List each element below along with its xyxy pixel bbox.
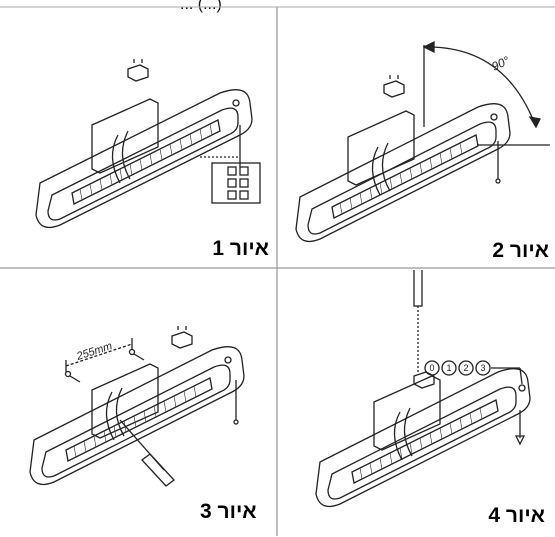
- figure-4-caption: איור 4: [488, 504, 545, 527]
- heater-with-bracket-illustration: [35, 59, 261, 229]
- heater-setting-knob-illustration: 0 1 2 3: [315, 267, 531, 508]
- figure-3-panel: 255mm איור 3: [0, 270, 277, 532]
- drill-spacing-label: 255mm: [74, 340, 114, 363]
- figure-2-caption: איור 2: [492, 239, 549, 262]
- figure-1-panel: איור 1: [0, 7, 277, 269]
- heater-tilt-illustration: 90°: [295, 40, 550, 243]
- setting-2-label: 2: [463, 363, 468, 373]
- figure-2-panel: 90° איור 2: [278, 7, 555, 269]
- setting-0-label: 0: [429, 363, 434, 373]
- setting-1-label: 1: [446, 363, 451, 373]
- setting-3-label: 3: [480, 363, 485, 373]
- figure-4-panel: 0 1 2 3 איור 4: [278, 267, 555, 532]
- figure-3-caption: איור 3: [200, 500, 257, 523]
- tilt-angle-label: 90°: [489, 53, 512, 73]
- figure-1-caption: איור 1: [212, 237, 269, 260]
- heater-drill-spacing-illustration: 255mm: [29, 326, 245, 487]
